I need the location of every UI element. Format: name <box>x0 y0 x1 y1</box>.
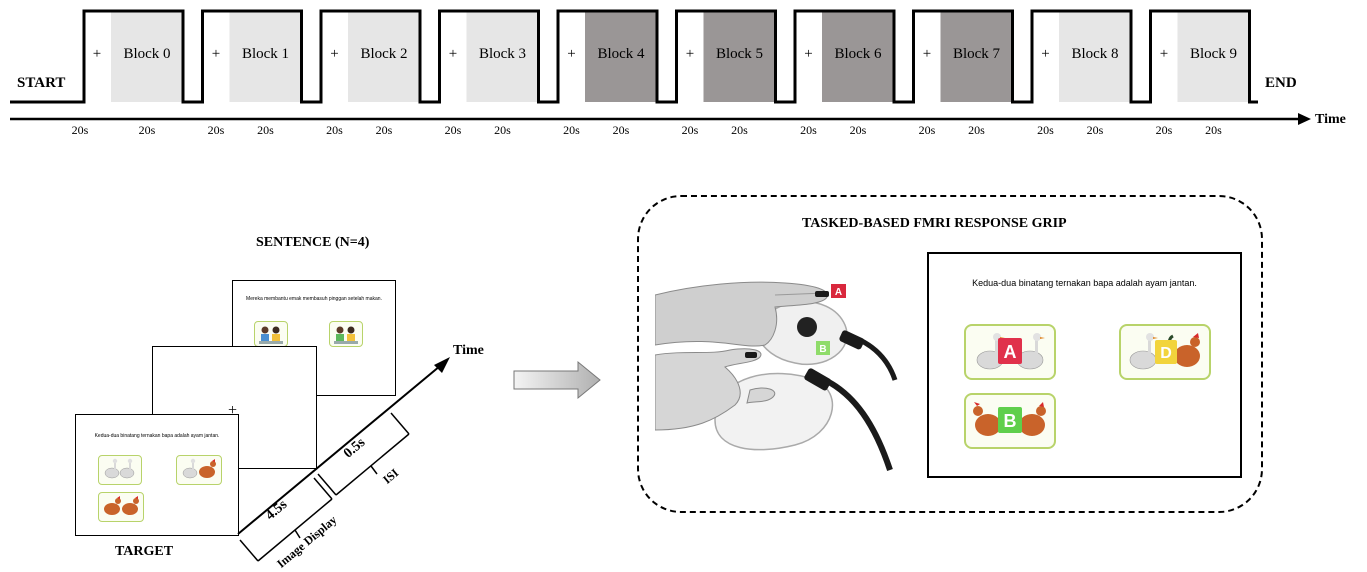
stimulus-time-label: Time <box>453 343 484 358</box>
block-label-4: Block 4 <box>597 46 645 62</box>
rest-duration-9: 20s <box>1156 123 1173 137</box>
rest-duration-4: 20s <box>563 123 580 137</box>
block-duration-8: 20s <box>1087 123 1104 137</box>
rest-duration-7: 20s <box>919 123 936 137</box>
rest-duration-0: 20s <box>72 123 89 137</box>
rest-duration-3: 20s <box>445 123 462 137</box>
rest-duration-1: 20s <box>208 123 225 137</box>
fixation-marker-3: + <box>449 46 457 62</box>
fixation-marker-5: + <box>686 46 694 62</box>
block-timeline: Block 0 + Block 1 + Block 2 + Block 3 + Block 4 +… <box>10 9 1311 137</box>
response-panel-title: TASKED-BASED FMRI RESPONSE GRIP <box>802 216 1067 231</box>
sentence-title: SENTENCE (N=4) <box>256 235 370 250</box>
block-label-7: Block 7 <box>953 46 1001 62</box>
fixation-marker-2: + <box>330 46 338 62</box>
response-option-b: B <box>964 393 1056 449</box>
response-option-a: A <box>964 324 1056 380</box>
task-screen-sentence: Kedua-dua binatang ternakan bapa adalah … <box>972 278 1197 288</box>
stimulus-time-axis <box>237 357 450 562</box>
response-option-d: D <box>1119 324 1211 380</box>
fixation-marker-6: + <box>804 46 812 62</box>
svg-text:A: A <box>835 287 842 298</box>
task-screen: Kedua-dua binatang ternakan bapa adalah … <box>927 252 1242 478</box>
rest-duration-8: 20s <box>1037 123 1054 137</box>
start-label: START <box>17 75 66 91</box>
block-1 <box>229 11 302 102</box>
fixation-marker-7: + <box>923 46 931 62</box>
block-6 <box>822 11 894 102</box>
rest-duration-5: 20s <box>682 123 699 137</box>
block-label-6: Block 6 <box>834 46 882 62</box>
target-card: Kedua-dua binatang ternakan bapa adalah … <box>75 414 239 536</box>
sentence-image-right <box>329 321 363 347</box>
fixation-marker-8: + <box>1041 46 1049 62</box>
block-duration-4: 20s <box>613 123 630 137</box>
block-2 <box>348 11 420 102</box>
block-7 <box>940 11 1013 102</box>
svg-text:A: A <box>1004 342 1017 362</box>
target-option-roosters <box>98 492 144 522</box>
block-duration-5: 20s <box>731 123 748 137</box>
rest-duration-2: 20s <box>326 123 343 137</box>
fixation-marker-1: + <box>212 46 220 62</box>
block-label-8: Block 8 <box>1071 46 1118 62</box>
target-card-text: Kedua-dua binatang ternakan bapa adalah … <box>94 433 220 439</box>
block-0 <box>111 11 183 102</box>
grip-button-b-marker <box>816 341 830 355</box>
timeline-time-label: Time <box>1315 112 1346 127</box>
block-8 <box>1059 11 1131 102</box>
block-3 <box>466 11 539 102</box>
block-4 <box>585 11 657 102</box>
block-duration-2: 20s <box>376 123 393 137</box>
svg-text:B: B <box>1004 411 1017 431</box>
block-label-1: Block 1 <box>242 46 289 62</box>
response-panel <box>637 195 1263 513</box>
block-duration-1: 20s <box>257 123 274 137</box>
sentence-card-text: Mereka membantu emak membasuh pinggan se… <box>246 296 382 302</box>
fixation-marker-0: + <box>93 46 101 62</box>
block-waveform <box>10 9 1258 104</box>
svg-text:D: D <box>1160 345 1172 362</box>
block-duration-3: 20s <box>494 123 511 137</box>
fixation-marker-9: + <box>1160 46 1168 62</box>
block-label-2: Block 2 <box>360 46 407 62</box>
block-label-5: Block 5 <box>716 46 763 62</box>
block-5 <box>703 11 776 102</box>
target-label: TARGET <box>115 544 174 559</box>
flow-arrow <box>513 360 601 400</box>
sentence-image-left <box>254 321 288 347</box>
response-grip-image: A B <box>655 281 898 471</box>
target-option-geese <box>98 455 142 485</box>
block-duration-9: 20s <box>1205 123 1222 137</box>
block-label-0: Block 0 <box>123 46 170 62</box>
block-9 <box>1177 11 1250 102</box>
grip-button-a-marker <box>831 284 846 298</box>
block-duration-6: 20s <box>850 123 867 137</box>
fixation-cross: + <box>228 402 238 419</box>
first-fixation-dashed-marker <box>82 9 109 102</box>
block-duration-7: 20s <box>968 123 985 137</box>
block-label-3: Block 3 <box>479 46 526 62</box>
rest-duration-6: 20s <box>800 123 817 137</box>
svg-text:B: B <box>819 344 826 355</box>
end-label: END <box>1265 75 1297 91</box>
fixation-marker-4: + <box>567 46 575 62</box>
time-axis-arrowhead <box>1298 113 1311 125</box>
block-label-9: Block 9 <box>1190 46 1237 62</box>
block-duration-0: 20s <box>139 123 156 137</box>
target-option-goose-rooster <box>176 455 222 485</box>
